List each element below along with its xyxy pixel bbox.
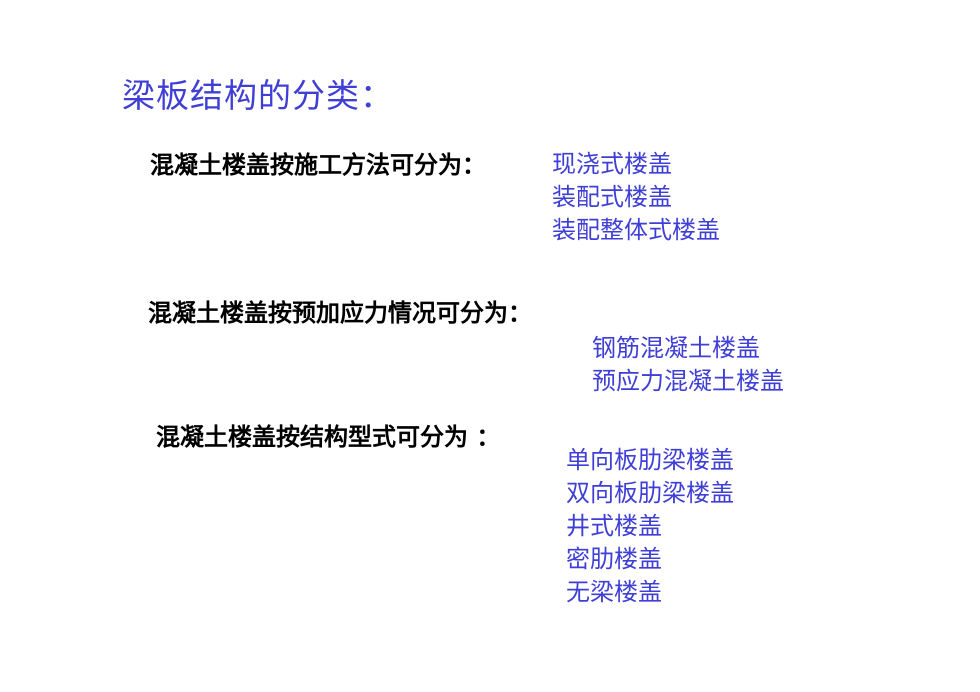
list-item: 现浇式楼盖	[552, 150, 672, 178]
construction-method-list: 现浇式楼盖 装配式楼盖 装配整体式楼盖	[552, 148, 720, 247]
list-item: 预应力混凝土楼盖	[592, 367, 784, 395]
prestress-list: 钢筋混凝土楼盖 预应力混凝土楼盖	[592, 332, 784, 398]
slide-title: 梁板结构的分类：	[122, 76, 394, 115]
list-item: 双向板肋梁楼盖	[566, 479, 734, 507]
prestress-label: 混凝土楼盖按预加应力情况可分为：	[148, 299, 532, 327]
construction-method-label: 混凝土楼盖按施工方法可分为：	[150, 151, 486, 179]
list-item: 装配整体式楼盖	[552, 216, 720, 244]
list-item: 密肋楼盖	[566, 545, 662, 573]
list-item: 钢筋混凝土楼盖	[592, 334, 760, 362]
list-item: 单向板肋梁楼盖	[566, 446, 734, 474]
list-item: 井式楼盖	[566, 512, 662, 540]
list-item: 无梁楼盖	[566, 578, 662, 606]
list-item: 装配式楼盖	[552, 183, 672, 211]
structure-type-label: 混凝土楼盖按结构型式可分为 ：	[156, 423, 501, 451]
structure-type-list: 单向板肋梁楼盖 双向板肋梁楼盖 井式楼盖 密肋楼盖 无梁楼盖	[566, 444, 734, 609]
